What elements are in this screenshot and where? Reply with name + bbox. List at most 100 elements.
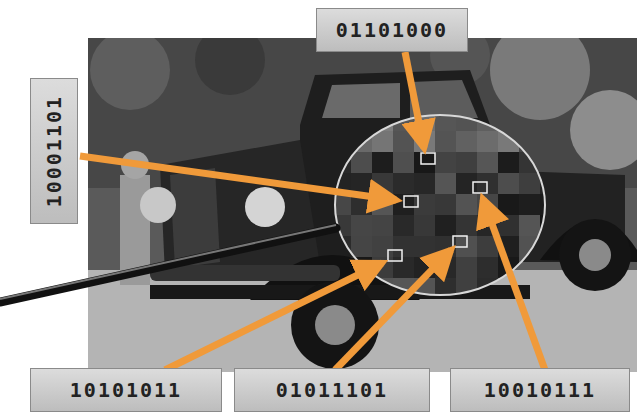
binary-label-box: 10001101 <box>30 78 78 224</box>
pixel-cell <box>393 257 414 278</box>
leader-arrow <box>335 250 451 370</box>
pixel-cell <box>498 215 519 236</box>
truck-hood <box>160 140 320 275</box>
truck-window <box>322 83 400 118</box>
foliage <box>90 38 170 110</box>
pixel-cell <box>372 173 393 194</box>
pixel-cell <box>372 236 393 257</box>
pixel-cell <box>540 110 561 131</box>
pixel-cell <box>414 236 435 257</box>
pixel-cell <box>519 194 540 215</box>
pixel-cell <box>351 278 372 299</box>
pixel-cell <box>330 299 351 320</box>
pixel-marker <box>421 153 435 164</box>
pixel-cell <box>372 152 393 173</box>
pixel-cell <box>435 173 456 194</box>
pixel-cell <box>498 194 519 215</box>
pixel-cell <box>393 215 414 236</box>
pixel-cell <box>477 131 498 152</box>
pixel-cell <box>498 110 519 131</box>
wheel-hub <box>579 239 611 271</box>
pixel-cell <box>414 194 435 215</box>
pixel-cell <box>414 215 435 236</box>
leader-arrows <box>80 52 545 370</box>
wheel <box>559 219 631 291</box>
pixel-cell <box>540 194 561 215</box>
pixel-marker <box>473 182 487 193</box>
pixel-cell <box>498 299 519 320</box>
foliage <box>195 38 265 95</box>
road <box>88 270 637 372</box>
pixel-cell <box>519 278 540 299</box>
binary-value: 10001101 <box>42 95 66 207</box>
leader-arrow <box>80 156 396 200</box>
pixel-marker <box>388 250 402 261</box>
pixel-cell <box>435 131 456 152</box>
leader-arrow <box>405 52 424 148</box>
pixel-cell <box>519 215 540 236</box>
pixel-cell <box>435 299 456 320</box>
headlight <box>245 187 285 227</box>
binary-value: 10101011 <box>70 378 182 402</box>
pixel-cell <box>330 257 351 278</box>
pixel-cell <box>351 110 372 131</box>
pixel-markers <box>388 153 487 261</box>
binary-label-box: 01011101 <box>234 368 430 412</box>
pixel-cell <box>351 299 372 320</box>
pixel-cell <box>351 152 372 173</box>
pixel-cell <box>456 152 477 173</box>
pixel-cell <box>540 278 561 299</box>
pixel-cell <box>456 215 477 236</box>
pixel-cell <box>498 173 519 194</box>
pixel-cell <box>393 236 414 257</box>
wheel-hub <box>315 305 355 345</box>
pixel-cell <box>414 152 435 173</box>
pixel-cell <box>540 299 561 320</box>
handle-highlight <box>0 225 336 299</box>
pixel-cell <box>435 194 456 215</box>
pixel-cell <box>456 278 477 299</box>
binary-value: 10010111 <box>484 378 596 402</box>
pixel-cell <box>351 215 372 236</box>
leader-arrow <box>483 199 545 370</box>
pixel-cell <box>330 131 351 152</box>
pixel-cell <box>351 131 372 152</box>
pixel-marker <box>404 196 418 207</box>
pixel-cell <box>351 236 372 257</box>
foliage <box>570 90 637 170</box>
pixel-cell <box>372 110 393 131</box>
pixel-cell <box>372 215 393 236</box>
wheel <box>291 281 379 369</box>
pixel-cell <box>393 173 414 194</box>
pixel-cell <box>540 257 561 278</box>
pixel-cell <box>393 152 414 173</box>
pixel-cell <box>477 257 498 278</box>
binary-value: 01101000 <box>336 18 448 42</box>
pixel-cell <box>393 131 414 152</box>
pixel-cell <box>456 131 477 152</box>
pixel-cell <box>477 152 498 173</box>
pixel-marker <box>453 236 467 247</box>
binary-label-box: 01101000 <box>316 8 468 52</box>
magnifier-handle <box>0 228 336 302</box>
pixel-cell <box>414 299 435 320</box>
headlight <box>140 187 176 223</box>
pixel-cell <box>540 236 561 257</box>
pixel-mosaic <box>330 110 561 320</box>
pixel-cell <box>456 194 477 215</box>
bumper <box>150 265 340 281</box>
pixel-cell <box>435 152 456 173</box>
pixel-cell <box>540 152 561 173</box>
pixel-cell <box>519 110 540 131</box>
pixel-cell <box>435 215 456 236</box>
binary-label-box: 10101011 <box>30 368 222 412</box>
pixel-cell <box>456 173 477 194</box>
pixel-cell <box>456 257 477 278</box>
pixel-cell <box>456 299 477 320</box>
pixel-cell <box>519 173 540 194</box>
pixel-cell <box>498 152 519 173</box>
photo <box>88 38 637 372</box>
pixel-cell <box>414 173 435 194</box>
pixel-cell <box>330 110 351 131</box>
